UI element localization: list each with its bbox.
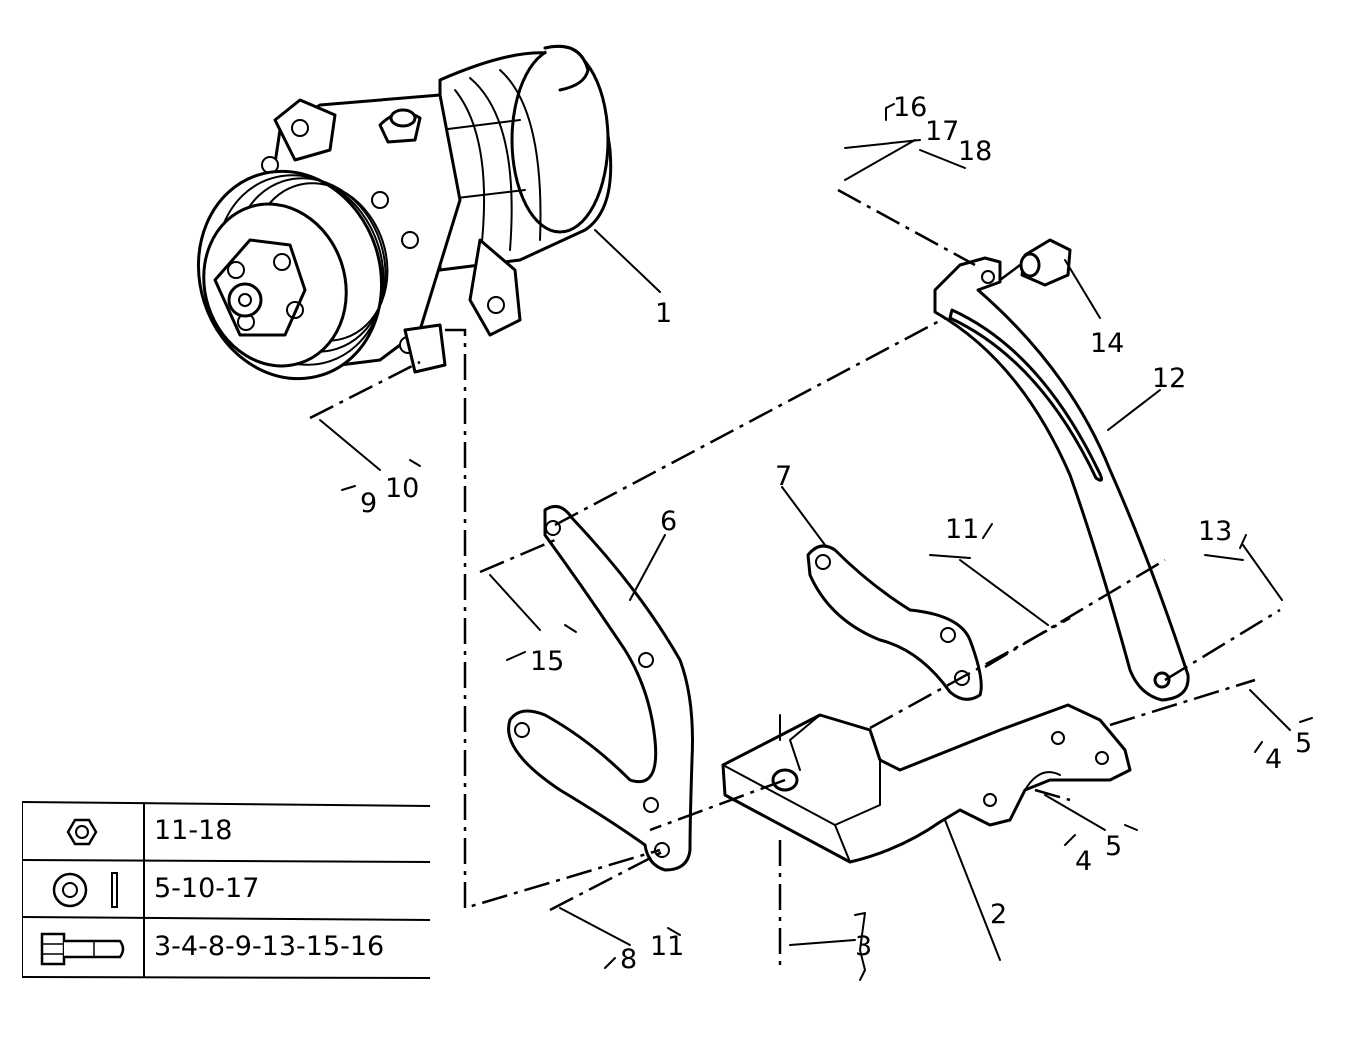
nut-part-14 <box>1019 238 1072 287</box>
washer-icon <box>22 861 144 919</box>
small-link-bracket <box>806 544 983 701</box>
legend-grid <box>22 801 430 979</box>
callout-8: 8 <box>620 944 637 975</box>
front-mounting-bracket <box>507 504 694 872</box>
callout-9: 9 <box>360 488 377 519</box>
legend-row-nut: 11-18 <box>22 803 430 861</box>
legend-text-bolt: 3-4-8-9-13-15-16 <box>154 931 385 962</box>
callout-brackets <box>341 103 1313 981</box>
callout-1: 1 <box>655 298 672 329</box>
legend-row-bolt: 3-4-8-9-13-15-16 <box>22 919 430 977</box>
callout-13: 13 <box>1198 516 1232 547</box>
legend-text-nut: 11-18 <box>154 815 233 846</box>
bolt-icon <box>22 919 144 977</box>
callout-5-right: 5 <box>1295 728 1312 759</box>
compressor <box>196 44 613 381</box>
callout-6: 6 <box>660 506 677 537</box>
callout-3: 3 <box>855 931 872 962</box>
callout-5-lower: 5 <box>1105 831 1122 862</box>
base-bracket <box>721 703 1132 864</box>
callout-11-lower: 11 <box>650 931 684 962</box>
callout-labels: 1 2 3 4 4 5 5 6 7 8 9 10 11 11 12 13 14 … <box>360 92 1312 975</box>
callout-4-right: 4 <box>1265 744 1282 775</box>
callout-18: 18 <box>958 136 992 167</box>
curved-adjusting-bracket <box>933 256 1190 702</box>
leader-lines <box>319 139 1291 961</box>
fastener-legend: 11-18 5-10-17 3-4-8-9-13-15-16 <box>22 800 430 980</box>
callout-10: 10 <box>385 473 419 504</box>
hex-nut-icon <box>22 803 144 861</box>
callout-14: 14 <box>1090 328 1124 359</box>
callout-17: 17 <box>925 116 959 147</box>
callout-11-middle: 11 <box>945 514 979 545</box>
callout-2: 2 <box>990 899 1007 930</box>
legend-text-washer: 5-10-17 <box>154 873 260 904</box>
callout-4-lower: 4 <box>1075 846 1092 877</box>
legend-row-washer: 5-10-17 <box>22 861 430 919</box>
callout-12: 12 <box>1152 363 1186 394</box>
callout-16: 16 <box>893 92 927 123</box>
callout-7: 7 <box>775 461 792 492</box>
assembly-lines <box>309 188 1281 965</box>
callout-15: 15 <box>530 646 564 677</box>
